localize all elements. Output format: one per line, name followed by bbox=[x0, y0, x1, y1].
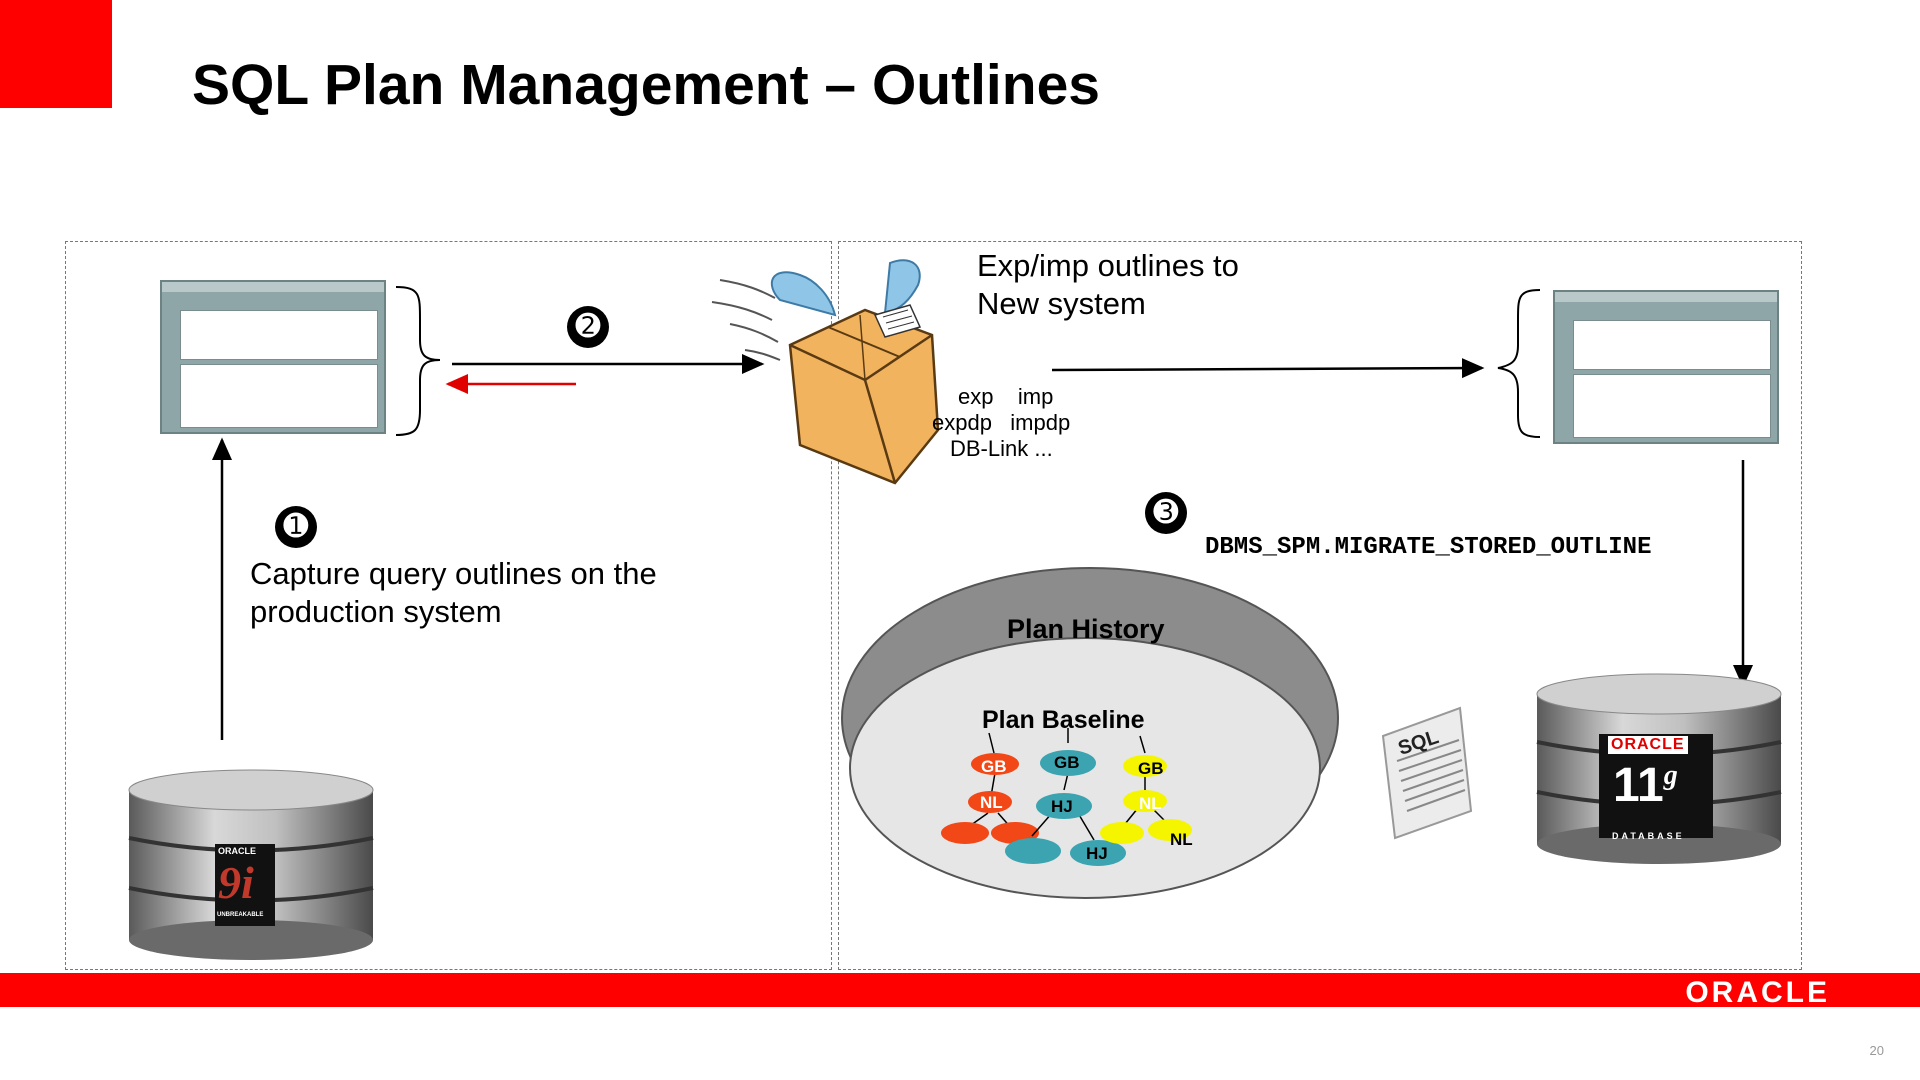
node-gb-red: GB bbox=[981, 757, 1007, 776]
screen-titlebar bbox=[162, 282, 384, 292]
node-gb-yellow: GB bbox=[1138, 759, 1164, 778]
screen-code-area bbox=[180, 310, 378, 360]
screen-titlebar bbox=[1555, 292, 1777, 302]
migrate-procedure-name: DBMS_SPM.MIGRATE_STORED_OUTLINE bbox=[1205, 534, 1652, 561]
node-nl-red: NL bbox=[980, 793, 1003, 812]
plan-history-diagram bbox=[841, 567, 1339, 899]
plan-baseline-title: Plan Baseline bbox=[982, 706, 1145, 734]
outline-editor-screenshot-source bbox=[160, 280, 386, 434]
target-db-brand: ORACLE bbox=[1608, 736, 1688, 754]
method-dblink: DB-Link ... bbox=[950, 436, 1053, 461]
transfer-label-line1: Exp/imp outlines to bbox=[977, 248, 1239, 283]
target-db-version-number: 11 bbox=[1613, 759, 1664, 812]
node-nl-yellow-child: NL bbox=[1170, 830, 1193, 849]
step-one-marker: ➊ bbox=[275, 506, 317, 548]
page-number: 20 bbox=[1869, 1043, 1884, 1058]
screen-code-area bbox=[1573, 320, 1771, 370]
source-database-icon bbox=[128, 769, 374, 960]
footer-bar bbox=[0, 973, 1920, 1007]
step-three-marker: ➌ bbox=[1145, 492, 1187, 534]
node-hj-teal: HJ bbox=[1051, 797, 1073, 816]
plan-tree-red bbox=[941, 732, 1039, 844]
step-two-marker: ➋ bbox=[567, 306, 609, 348]
brace-target-left bbox=[1497, 289, 1541, 438]
slide-title: SQL Plan Management – Outlines bbox=[192, 53, 1100, 117]
source-db-version: 9i bbox=[218, 857, 254, 908]
source-db-brand: ORACLE bbox=[218, 846, 256, 856]
transfer-methods: exp imp expdp impdp DB-Link ... bbox=[932, 384, 1070, 462]
motion-lines-icon bbox=[711, 279, 781, 361]
source-db-caption: UNBREAKABLE bbox=[217, 912, 264, 918]
method-exp-imp: exp imp bbox=[958, 384, 1054, 409]
step-one-text-line1: Capture query outlines on the bbox=[250, 556, 657, 591]
winged-box-icon bbox=[770, 259, 940, 485]
target-db-version-suffix: g bbox=[1663, 760, 1678, 791]
brace-source-right bbox=[395, 286, 441, 436]
oracle-logo: ORACLE bbox=[1685, 976, 1830, 1009]
transfer-label: Exp/imp outlines to New system bbox=[977, 247, 1239, 323]
node-gb-teal: GB bbox=[1054, 753, 1080, 772]
transfer-label-line2: New system bbox=[977, 286, 1146, 321]
plan-history-title: Plan History bbox=[1007, 614, 1165, 644]
target-db-caption: DATABASE bbox=[1612, 831, 1685, 841]
node-hj-teal-child: HJ bbox=[1086, 844, 1108, 863]
screen-tree-area bbox=[180, 364, 378, 428]
screen-tree-area bbox=[1573, 374, 1771, 438]
step-one-text: Capture query outlines on the production… bbox=[250, 555, 657, 631]
target-db-version: 11g bbox=[1613, 758, 1678, 813]
step-one-text-line2: production system bbox=[250, 594, 502, 629]
sql-document-icon bbox=[1381, 706, 1473, 840]
arrow-import bbox=[1051, 358, 1485, 379]
corner-accent-block bbox=[0, 0, 112, 108]
outline-editor-screenshot-target bbox=[1553, 290, 1779, 444]
plan-tree-yellow bbox=[1100, 735, 1192, 844]
plan-tree-teal bbox=[1005, 728, 1126, 866]
node-nl-yellow: NL bbox=[1139, 794, 1162, 813]
method-expdp-impdp: expdp impdp bbox=[932, 410, 1071, 435]
